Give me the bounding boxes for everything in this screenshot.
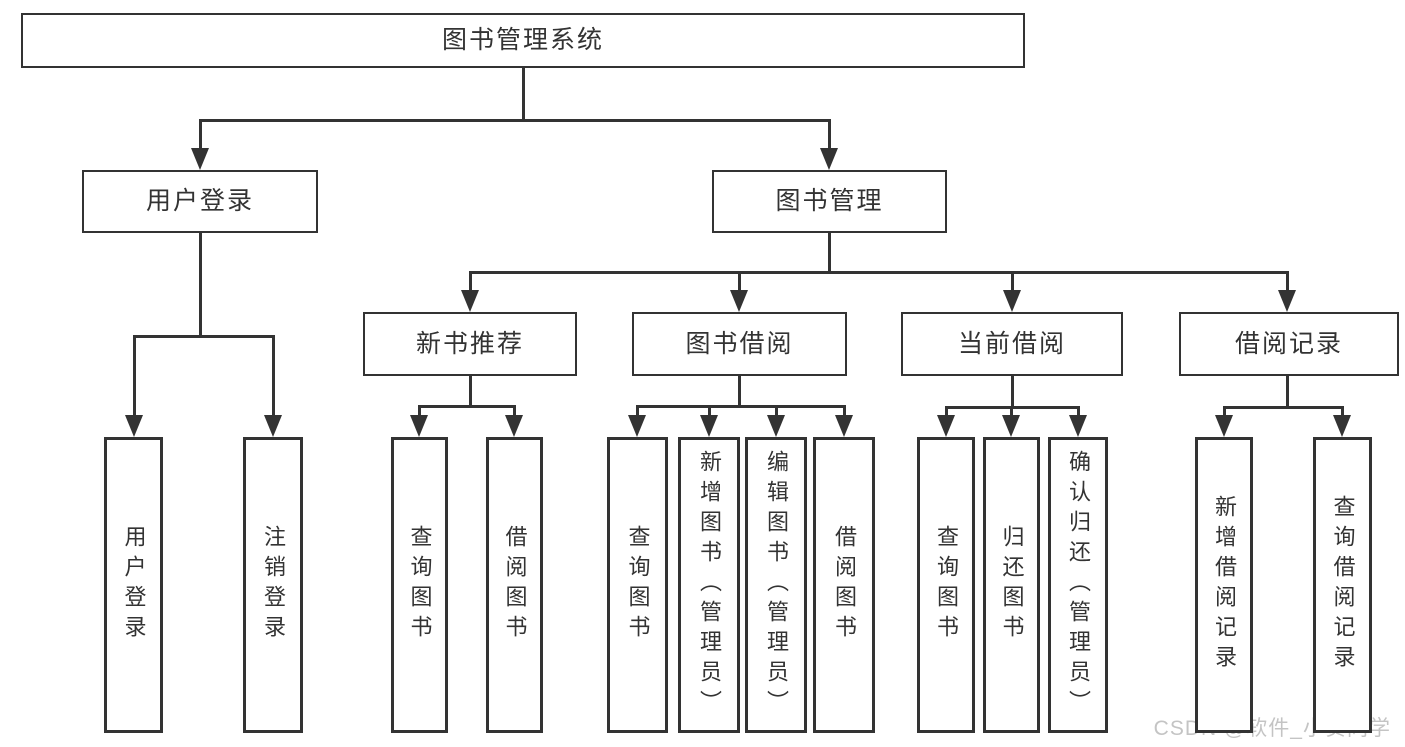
node-current-borrowing: 当前借阅 (901, 312, 1123, 376)
node-leaf-query-books-3: 查询图书 (917, 437, 975, 733)
arrowhead-icon (410, 415, 428, 437)
connector-drop-user-login (271, 335, 275, 417)
node-book-borrowing: 图书借阅 (632, 312, 847, 376)
connector-stem-root (521, 68, 525, 122)
connector-drop-book-management (468, 271, 472, 292)
node-leaf-user-login: 用户登录 (104, 437, 163, 733)
node-leaf-borrow-books-1: 借阅图书 (486, 437, 543, 733)
node-leaf-query-books-2: 查询图书 (607, 437, 668, 733)
connector-drop-book-management (737, 271, 741, 292)
arrowhead-icon (1069, 415, 1087, 437)
connector-drop-book-borrowing (774, 405, 778, 417)
arrowhead-icon (1003, 290, 1021, 312)
connector-stem-borrowing-records (1285, 376, 1289, 409)
node-borrowing-records: 借阅记录 (1179, 312, 1399, 376)
arrowhead-icon (937, 415, 955, 437)
connector-stem-current-borrowing (1010, 376, 1014, 409)
arrowhead-icon (730, 290, 748, 312)
arrowhead-icon (1215, 415, 1233, 437)
node-leaf-logout: 注销登录 (243, 437, 303, 733)
node-leaf-confirm-return-admin: 确认归还（管理员） (1048, 437, 1108, 733)
connector-rail-root (198, 119, 831, 122)
connector-rail-book-management (468, 271, 1289, 274)
node-leaf-add-books-admin: 新增图书（管理员） (678, 437, 740, 733)
connector-drop-root (198, 119, 202, 150)
node-leaf-return-books: 归还图书 (983, 437, 1040, 733)
node-leaf-edit-books-admin: 编辑图书（管理员） (745, 437, 807, 733)
connector-stem-new-book-recommend (468, 376, 472, 408)
arrowhead-icon (461, 290, 479, 312)
connector-rail-book-borrowing (635, 405, 846, 408)
connector-drop-current-borrowing (944, 406, 948, 417)
connector-rail-borrowing-records (1222, 406, 1344, 409)
node-user-login: 用户登录 (82, 170, 318, 233)
connector-drop-current-borrowing (1076, 406, 1080, 417)
node-leaf-borrow-books-2: 借阅图书 (813, 437, 875, 733)
connector-drop-book-management (1285, 271, 1289, 292)
node-leaf-query-borrow-record: 查询借阅记录 (1313, 437, 1372, 733)
node-leaf-add-borrow-record: 新增借阅记录 (1195, 437, 1253, 733)
arrowhead-icon (505, 415, 523, 437)
connector-drop-user-login (132, 335, 136, 417)
node-book-management: 图书管理 (712, 170, 947, 233)
connector-drop-new-book-recommend (512, 405, 516, 417)
connector-rail-user-login (132, 335, 275, 338)
arrowhead-icon (820, 148, 838, 170)
arrowhead-icon (125, 415, 143, 437)
arrowhead-icon (700, 415, 718, 437)
connector-drop-borrowing-records (1340, 406, 1344, 417)
connector-drop-book-management (1010, 271, 1014, 292)
connector-drop-borrowing-records (1222, 406, 1226, 417)
connector-stem-user-login (198, 233, 202, 338)
connector-rail-new-book-recommend (417, 405, 516, 408)
arrowhead-icon (628, 415, 646, 437)
arrowhead-icon (835, 415, 853, 437)
arrowhead-icon (264, 415, 282, 437)
connector-drop-book-borrowing (842, 405, 846, 417)
connector-drop-root (827, 119, 831, 150)
node-root: 图书管理系统 (21, 13, 1025, 68)
connector-drop-current-borrowing (1009, 406, 1013, 417)
node-leaf-query-books-1: 查询图书 (391, 437, 448, 733)
arrowhead-icon (1333, 415, 1351, 437)
connector-stem-book-borrowing (737, 376, 741, 408)
connector-drop-book-borrowing (707, 405, 711, 417)
arrowhead-icon (1278, 290, 1296, 312)
connector-drop-book-borrowing (635, 405, 639, 417)
arrowhead-icon (1002, 415, 1020, 437)
connector-stem-book-management (827, 233, 831, 274)
connector-drop-new-book-recommend (417, 405, 421, 417)
arrowhead-icon (191, 148, 209, 170)
node-new-book-recommend: 新书推荐 (363, 312, 577, 376)
arrowhead-icon (767, 415, 785, 437)
